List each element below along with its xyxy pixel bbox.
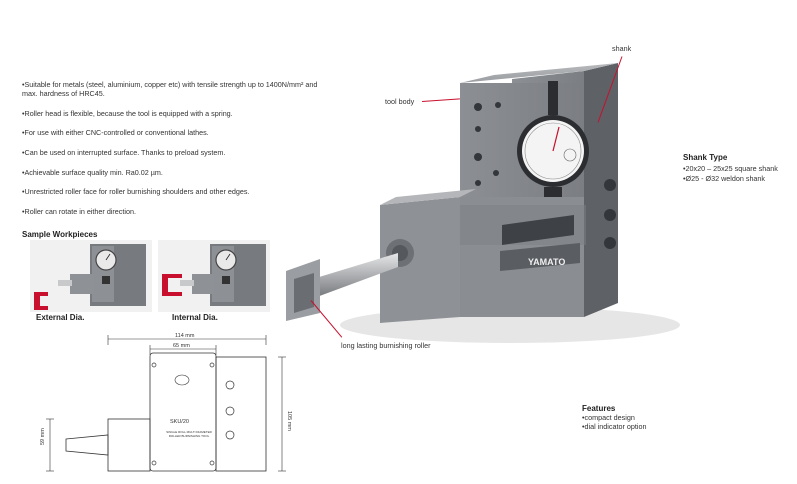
sample-workpieces-title: Sample Workpieces bbox=[22, 230, 98, 239]
dim-height-label: 105 mm bbox=[286, 411, 292, 431]
features-title: Features bbox=[582, 404, 616, 413]
roller-callout: long lasting burnishing roller bbox=[341, 341, 431, 350]
shank-callout: shank bbox=[612, 44, 632, 53]
feature-bullet-3: •Can be used on interrupted surface. Tha… bbox=[22, 147, 226, 157]
shank-type-item-0: •20x20 – 25x25 square shank bbox=[683, 164, 778, 173]
brand-plate-text: YAMATO bbox=[528, 257, 565, 267]
feature-bullet-4: •Achievable surface quality min. Ra0.02 … bbox=[22, 167, 163, 177]
shank-type-item-1: •Ø25 - Ø32 weldon shank bbox=[683, 174, 766, 183]
dim-body-label: 65 mm bbox=[173, 343, 190, 349]
shank-type-title: Shank Type bbox=[683, 153, 728, 162]
feature-bullet-1: •Roller head is flexible, because the to… bbox=[22, 108, 233, 118]
external-dia-label: External Dia. bbox=[36, 313, 85, 322]
external-workpiece-image bbox=[30, 240, 152, 312]
features-item-0: •compact design bbox=[582, 413, 635, 422]
shank-type-block: Shank Type •20x20 – 25x25 square shank •… bbox=[683, 153, 778, 183]
features-block: Features •compact design •dial indicator… bbox=[582, 404, 646, 431]
internal-workpiece-image bbox=[158, 240, 270, 312]
plate-caption: SINGLE ROLL MULTI DIAMETER ROLLER BURNIS… bbox=[166, 430, 212, 438]
feature-bullet-list: •Suitable for metals (steel, aluminium, … bbox=[22, 80, 322, 226]
features-item-1: •dial indicator option bbox=[582, 422, 647, 431]
internal-dia-label: Internal Dia. bbox=[172, 313, 218, 322]
roller-burnishing-tool-image: YAMATO bbox=[286, 63, 680, 343]
feature-bullet-6: •Roller can rotate in either direction. bbox=[22, 206, 136, 216]
feature-bullet-5: •Unrestricted roller face for roller bur… bbox=[22, 187, 250, 197]
tool-body-callout: tool body bbox=[385, 97, 415, 106]
feature-bullet-0: •Suitable for metals (steel, aluminium, … bbox=[22, 80, 318, 99]
model-label: SKU/20 bbox=[170, 419, 189, 425]
dim-shank-label: 59 mm bbox=[40, 428, 46, 445]
dim-total-label: 114 mm bbox=[175, 333, 195, 339]
technical-drawing: 114 mm 65 mm 105 mm 59 mm SKU/20 bbox=[40, 333, 292, 472]
feature-bullet-2: •For use with either CNC-controlled or c… bbox=[22, 128, 209, 138]
